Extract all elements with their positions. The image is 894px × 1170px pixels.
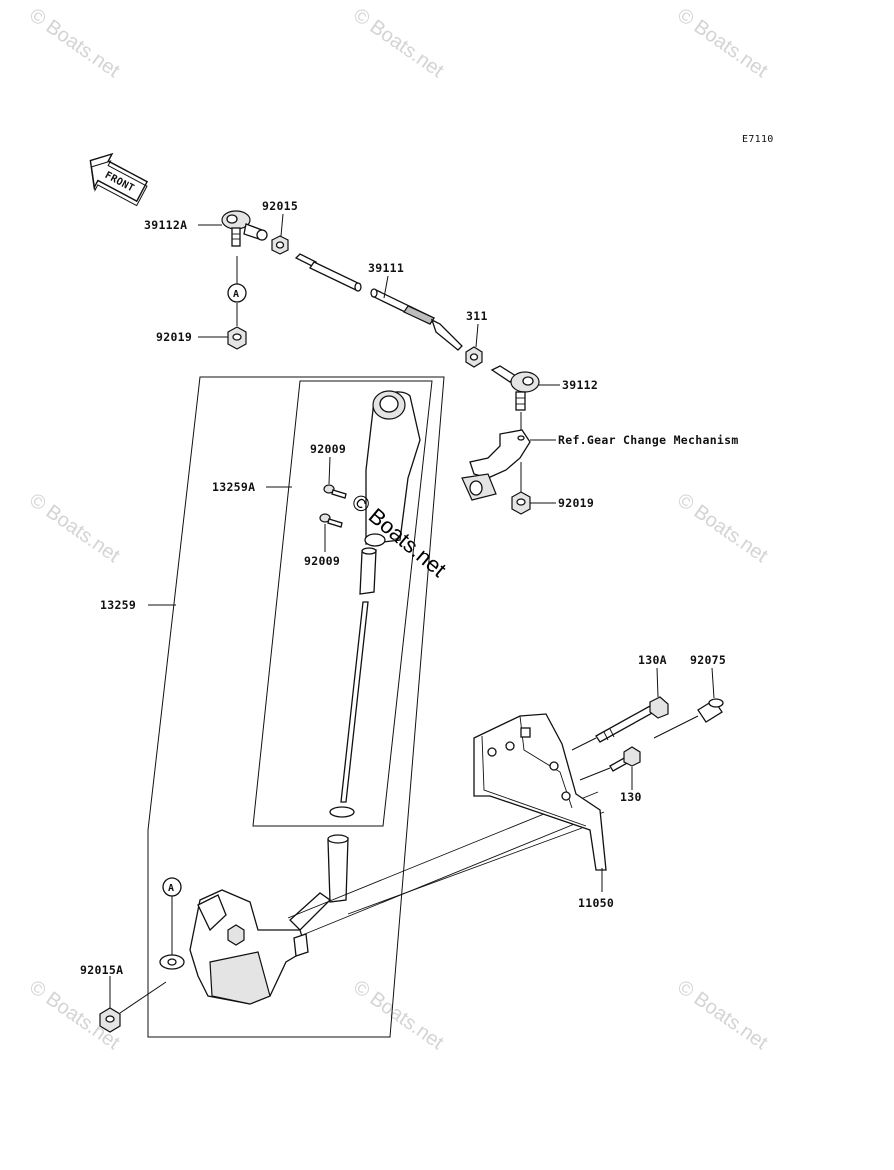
part-label-311: 311 <box>466 309 488 323</box>
screw-92009-b <box>319 513 343 528</box>
part-label-130A: 130A <box>638 653 667 667</box>
watermark-tile: © Boats.net <box>349 976 448 1054</box>
callout-a-top-label: A <box>233 289 239 300</box>
nut-92019-right <box>511 491 531 515</box>
bolt-130 <box>609 746 641 772</box>
bracket-11050 <box>473 713 607 871</box>
rod-39111 <box>294 253 463 351</box>
part-label-92009-a: 92009 <box>310 442 346 456</box>
shift-rod <box>340 601 369 803</box>
callout-a-top <box>227 283 247 303</box>
front-arrow-icon: FRONT <box>89 152 149 207</box>
callout-a-bottom <box>162 877 182 897</box>
ref-gear-change-note: Ref.Gear Change Mechanism <box>558 433 739 447</box>
part-label-39112A: 39112A <box>144 218 187 232</box>
watermark-tile: © Boats.net <box>25 489 124 567</box>
watermark-tile: © Boats.net <box>349 4 448 82</box>
part-label-92015: 92015 <box>262 199 298 213</box>
callout-a-bottom-label: A <box>168 883 174 894</box>
part-label-13259: 13259 <box>100 598 136 612</box>
part-label-130: 130 <box>620 790 642 804</box>
part-label-39112: 39112 <box>562 378 598 392</box>
watermark-tile: © Boats.net <box>673 976 772 1054</box>
part-label-13259A: 13259A <box>212 480 255 494</box>
tie-rod-end-39112 <box>490 365 540 411</box>
nut-92015 <box>271 235 289 255</box>
screw-92009-a <box>323 484 347 499</box>
part-label-39111: 39111 <box>368 261 404 275</box>
part-label-92009-b: 92009 <box>304 554 340 568</box>
nut-92015A <box>99 1007 121 1033</box>
assembly-outline-13259 <box>147 376 445 1038</box>
sleeve <box>359 547 377 595</box>
part-label-92015A: 92015A <box>80 963 123 977</box>
o-ring <box>329 806 355 818</box>
watermark-tile: © Boats.net <box>673 489 772 567</box>
assembly-outline-13259A <box>252 380 433 827</box>
nut-311 <box>465 346 483 368</box>
watermark-tile: © Boats.net <box>673 4 772 82</box>
part-label-92019-right: 92019 <box>558 496 594 510</box>
nut-92019-top <box>227 326 247 350</box>
gear-change-lever <box>461 429 531 501</box>
bolt-130A <box>595 696 669 743</box>
shift-pedal-assembly <box>159 834 349 1005</box>
part-label-92019-top: 92019 <box>156 330 192 344</box>
diagram-code: E7110 <box>742 134 774 145</box>
collar-92075 <box>697 698 724 723</box>
shift-knob <box>364 390 421 547</box>
part-label-92075: 92075 <box>690 653 726 667</box>
watermark-tile: © Boats.net <box>25 4 124 82</box>
tie-rod-end-39112A <box>221 210 268 247</box>
part-label-11050: 11050 <box>578 896 614 910</box>
